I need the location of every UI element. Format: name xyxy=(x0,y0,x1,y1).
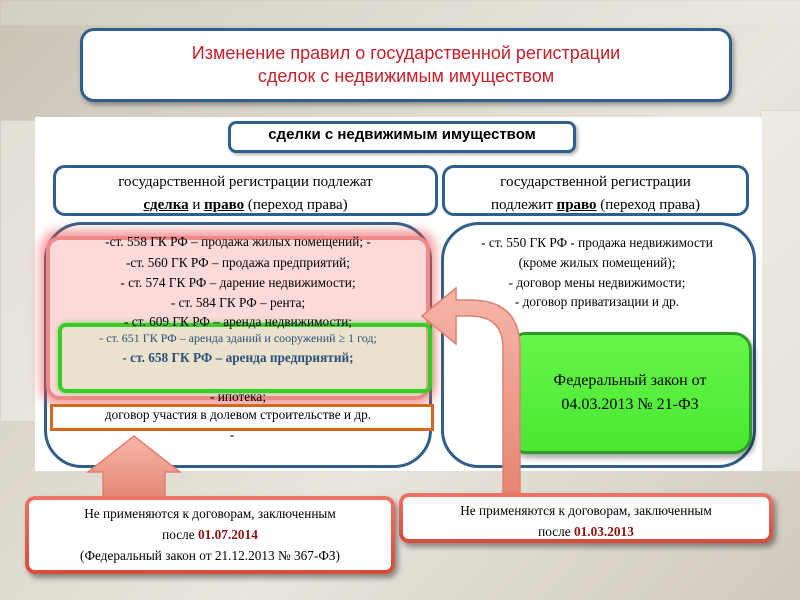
left-green-item: - ст. 658 ГК РФ – аренда предприятий; xyxy=(122,350,354,365)
background-paper xyxy=(0,0,800,26)
note-left-pre: после xyxy=(162,527,198,542)
note-right-inner: Не применяются к договорам, заключенным … xyxy=(403,497,769,539)
right-heading: государственной регистрации подлежит пра… xyxy=(442,165,749,216)
bent-arrow-icon xyxy=(420,286,521,497)
slide-title-line2: сделок с недвижимым имуществом xyxy=(257,66,555,86)
header-box: сделки с недвижимым имуществом xyxy=(228,121,576,153)
left-heading: государственной регистрации подлежат сде… xyxy=(53,165,438,216)
federal-law-box: Федеральный закон от 04.03.2013 № 21-ФЗ xyxy=(508,332,752,454)
right-heading-line2: подлежит право (переход права) xyxy=(445,194,746,217)
up-arrow-icon xyxy=(85,435,183,503)
note-left-line1: Не применяются к договорам, заключенным xyxy=(84,506,336,521)
note-left-inner: Не применяются к договорам, заключенным … xyxy=(29,500,391,570)
left-heading-line2: сделка и право (переход права) xyxy=(56,194,435,217)
note-left: Не применяются к договорам, заключенным … xyxy=(25,496,395,574)
note-left-date: 01.07.2014 xyxy=(198,527,258,542)
left-item: - ст. 584 ГК РФ – рента; xyxy=(170,295,306,310)
red-highlight xyxy=(46,236,430,400)
left-heading-line1: государственной регистрации подлежат xyxy=(118,174,373,190)
note-right-date: 01.03.2013 xyxy=(574,524,634,539)
right-item: (кроме жилых помещений); xyxy=(518,255,676,270)
slide-title-line1: Изменение правил о государственной регис… xyxy=(191,43,621,63)
note-left-line2: после 01.07.2014 xyxy=(29,524,391,545)
left-heading-mid: и xyxy=(188,197,205,213)
right-heading-post: (переход права) xyxy=(596,197,701,213)
green-highlight xyxy=(58,323,432,393)
right-heading-pravo: право xyxy=(556,197,597,213)
left-tail-item: договор участия в долевом строительстве … xyxy=(104,407,372,422)
note-right: Не применяются к договорам, заключенным … xyxy=(399,493,773,543)
right-heading-pre: подлежит xyxy=(490,197,557,213)
left-heading-pravo: право xyxy=(204,197,245,213)
note-right-line1: Не применяются к договорам, заключенным xyxy=(460,503,712,518)
right-item: - договор приватизации и др. xyxy=(514,294,680,309)
left-item: - ст. 609 ГК РФ – аренда недвижимости; xyxy=(123,314,352,329)
slide-title-box: Изменение правил о государственной регис… xyxy=(80,28,732,102)
note-right-pre: после xyxy=(538,524,574,539)
header-text: сделки с недвижимым имуществом xyxy=(268,126,536,143)
federal-law-line1: Федеральный закон от xyxy=(553,372,707,389)
left-heading-sdelka: сделка xyxy=(143,197,189,213)
orange-highlight xyxy=(50,404,434,431)
right-heading-line1: государственной регистрации xyxy=(500,174,691,190)
left-tail-item: - xyxy=(229,427,235,442)
left-item: -ст. 558 ГК РФ – продажа жилых помещений… xyxy=(105,234,371,249)
left-tail-item: - ипотека; xyxy=(209,389,267,404)
left-item: -ст. 560 ГК РФ – продажа предприятий; xyxy=(125,255,350,270)
note-right-line2: после 01.03.2013 xyxy=(403,521,769,542)
right-item: - ст. 550 ГК РФ - продажа недвижимости xyxy=(481,235,713,250)
federal-law-line2: 04.03.2013 № 21-ФЗ xyxy=(561,396,699,413)
note-left-line3: (Федеральный закон от 21.12.2013 № 367-Ф… xyxy=(80,548,340,563)
left-green-item: - ст. 651 ГК РФ – аренда зданий и сооруж… xyxy=(99,331,377,345)
background-paper xyxy=(760,110,800,472)
right-item: - договор мены недвижимости; xyxy=(508,275,686,290)
left-heading-post: (переход права) xyxy=(244,197,348,213)
left-item: - ст. 574 ГК РФ – дарение недвижимости; xyxy=(120,275,356,290)
